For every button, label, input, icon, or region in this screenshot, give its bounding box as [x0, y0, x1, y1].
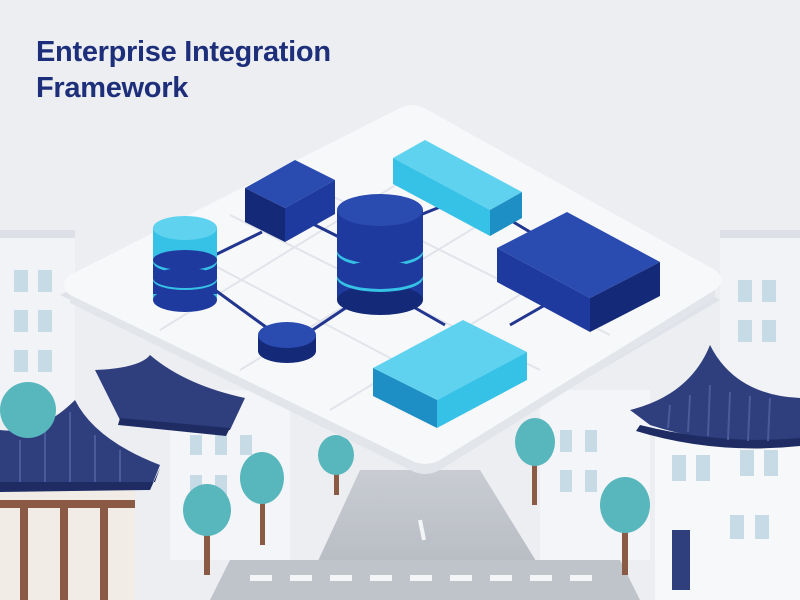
- hanok-roof-right: [630, 345, 800, 449]
- service-block-bottom: [373, 320, 527, 428]
- hanok-roof-back: [95, 355, 245, 436]
- page-title: Enterprise Integration Framework: [36, 34, 331, 106]
- building-right-mid: [540, 390, 650, 560]
- database-cylinder-large: [337, 194, 423, 315]
- tree-left-1: [183, 484, 231, 575]
- title-line-1: Enterprise Integration: [36, 36, 331, 68]
- service-block-right: [497, 212, 660, 332]
- connector-db-small-to-block: [214, 230, 263, 257]
- road-marking: [418, 519, 426, 541]
- connector-bottom-to-right: [509, 303, 546, 327]
- service-block-top-right: [393, 140, 522, 236]
- hub-node: [258, 322, 316, 363]
- database-cylinder-small: [153, 216, 217, 312]
- tree-right-2: [600, 477, 650, 575]
- connector-db-small-to-hub: [214, 288, 271, 332]
- service-block-top-left: [245, 160, 335, 242]
- building-right-front: [655, 420, 800, 600]
- tree-right-1: [515, 418, 555, 505]
- title-line-2: Framework: [36, 72, 189, 104]
- tree-left-2: [240, 452, 284, 545]
- crosswalk-stripes: [250, 575, 592, 581]
- street-scene: [0, 230, 800, 600]
- hanok-left: [0, 400, 160, 600]
- connector-db-large-to-bottom: [409, 303, 446, 327]
- tree-left-bush: [0, 382, 56, 438]
- tree-center: [318, 435, 354, 495]
